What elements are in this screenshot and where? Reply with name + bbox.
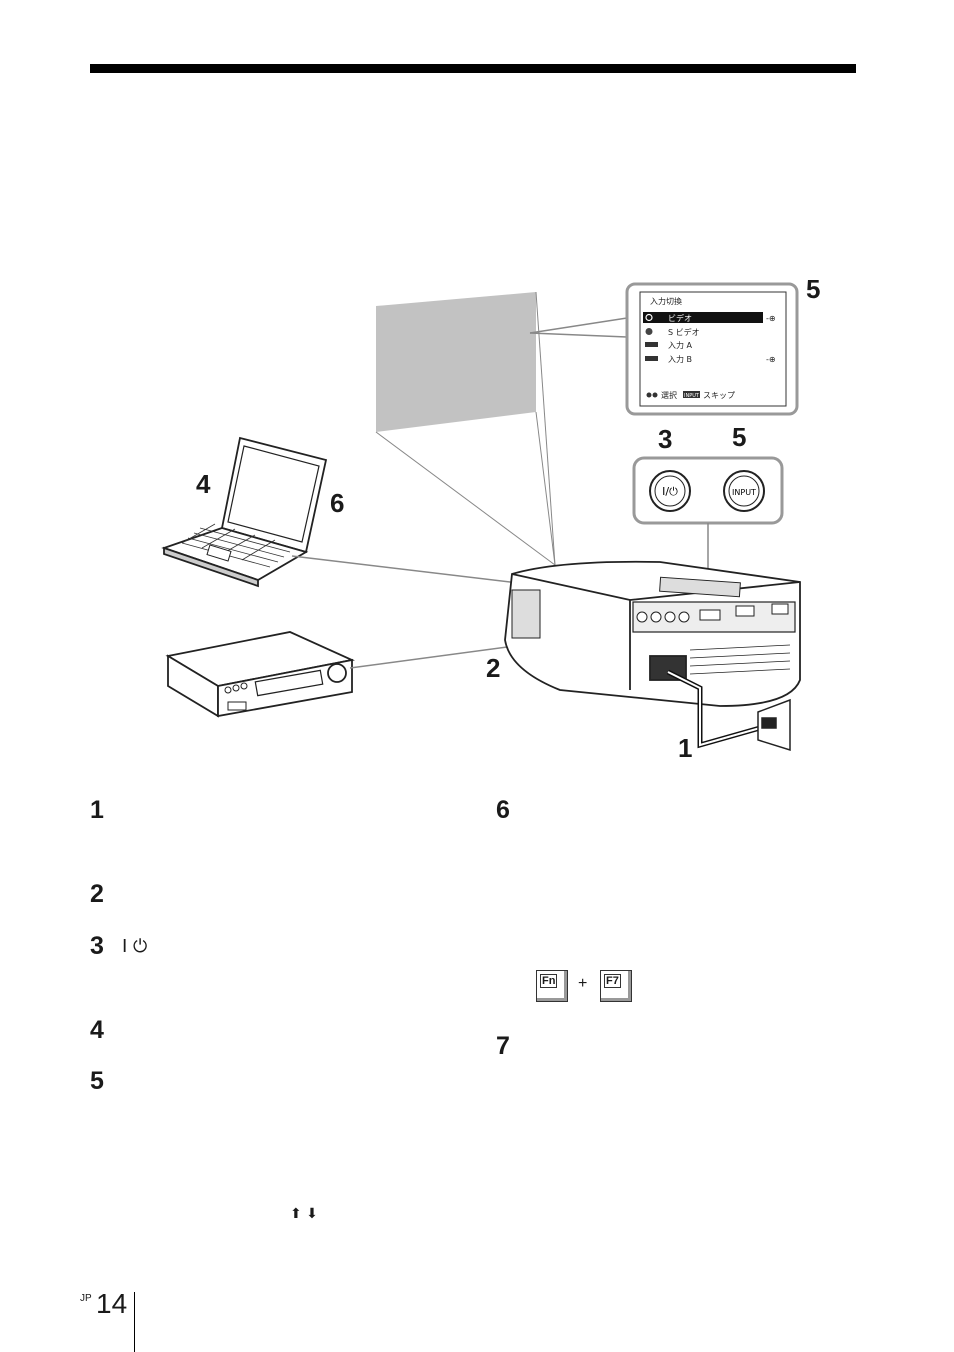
power-cord [666, 669, 761, 749]
step-4-number: 4 [90, 1016, 104, 1044]
page-number: 14 [96, 1288, 128, 1319]
menu-title: 入力切換 [650, 296, 682, 306]
fn-key-icon: Fn [536, 970, 568, 1002]
menu-leader-lines [529, 317, 628, 338]
menu-item-input-a: 入力 A [668, 340, 693, 350]
menu-item-input-b: 入力 B [668, 354, 692, 364]
projector-illustration [504, 560, 801, 707]
connected-icon: -⊕ [766, 314, 776, 323]
laptop-illustration [161, 436, 328, 588]
callout-input-button: 5 [732, 422, 747, 452]
wall-outlet [757, 698, 791, 752]
menu-footer-key: INPUT [684, 393, 700, 399]
up-down-arrow-icon: ⬆ ⬇ [290, 1206, 318, 1222]
step-1-number: 1 [90, 796, 104, 824]
input-select-menu: 入力切換 ビデオ -⊕ S ビデオ 入力 A 入力 B -⊕ 選択 INPUT … [625, 282, 799, 416]
step-7-number: 7 [496, 1032, 510, 1060]
projection-screen [376, 292, 536, 432]
f7-key-icon: F7 [600, 970, 632, 1002]
page-number-rule [134, 1292, 135, 1352]
video-deck-illustration [165, 631, 355, 718]
power-symbol-icon: I ⏻ [122, 936, 148, 957]
step-5-number: 5 [90, 1067, 104, 1095]
menu-item-video: ビデオ [668, 313, 692, 323]
menu-footer-skip: スキップ [703, 391, 735, 400]
callout-menu: 5 [806, 274, 821, 304]
step-6-number: 6 [496, 796, 510, 824]
input-button-label: INPUT [732, 488, 756, 497]
menu-footer-select: 選択 [661, 390, 677, 400]
step-2-number: 2 [90, 880, 104, 908]
menu-item-s-video: S ビデオ [668, 327, 700, 337]
connected-icon: -⊕ [766, 355, 776, 364]
projection-beam [375, 291, 556, 566]
plus-sign: + [578, 975, 588, 992]
control-buttons-panel: I/⏻ INPUT [632, 456, 784, 575]
callout-laptop-connection: 6 [330, 488, 345, 518]
power-button-label: I/⏻ [662, 485, 678, 498]
top-rule [90, 64, 856, 73]
callout-power-button: 3 [658, 424, 673, 454]
f7-key-label: F7 [604, 974, 621, 988]
callout-laptop: 4 [196, 469, 211, 499]
fn-key-label: Fn [540, 974, 558, 988]
callout-power-cord: 1 [678, 733, 693, 763]
step-3-number: 3 [90, 932, 104, 960]
callout-video-connection: 2 [486, 653, 501, 683]
page-region-tag: JP [80, 1293, 92, 1304]
